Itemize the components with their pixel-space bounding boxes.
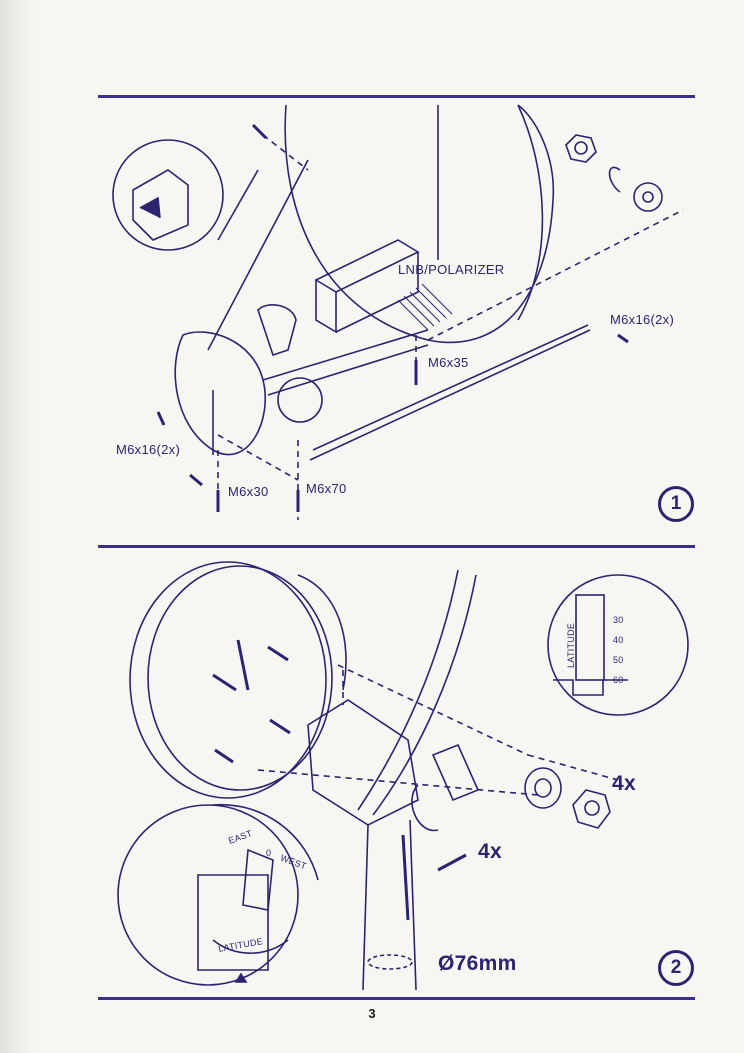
scale-tick-60: 60 bbox=[613, 675, 624, 685]
pole-diameter-label: Ø76mm bbox=[438, 952, 517, 975]
m6x16-left-label: M6x16(2x) bbox=[116, 442, 181, 457]
detail-magnifier bbox=[112, 139, 224, 251]
step-1-panel: LNB/POLARIZER M6x16(2x) M6x35 M6x16(2x) … bbox=[98, 100, 695, 540]
dial-magnifier bbox=[117, 804, 299, 986]
dish-outline bbox=[284, 104, 555, 344]
bottom-rule bbox=[98, 997, 695, 1000]
scale-tick-40: 40 bbox=[613, 635, 624, 645]
latitude-scale-label: LATITUDE bbox=[566, 622, 576, 668]
step-2-panel: LATITUDE 30 40 50 60 4x 4x EAST 0 WEST L… bbox=[98, 550, 695, 995]
hex-nut bbox=[572, 789, 611, 829]
m6x30-label: M6x30 bbox=[228, 484, 269, 499]
scale-tick-50: 50 bbox=[613, 655, 624, 665]
feed-horn bbox=[257, 304, 297, 357]
hardware-stack bbox=[565, 134, 663, 212]
feed-arm-left bbox=[207, 159, 309, 351]
nut-quantity-label: 4x bbox=[612, 772, 636, 795]
dial-zero-label: 0 bbox=[266, 848, 272, 858]
latitude-scale-magnifier bbox=[547, 574, 689, 716]
m6x70-label: M6x70 bbox=[306, 481, 347, 496]
bolt-quantity-label: 4x bbox=[478, 840, 502, 863]
mount-bracket bbox=[307, 699, 419, 826]
dish-back bbox=[129, 561, 327, 799]
mounting-studs bbox=[212, 639, 291, 764]
bolt-icons bbox=[156, 123, 629, 512]
step-1-drawing bbox=[112, 104, 684, 520]
m6x35-label: M6x35 bbox=[428, 355, 469, 370]
middle-rule bbox=[98, 545, 695, 548]
washer bbox=[524, 767, 562, 809]
lnb-polarizer-label: LNB/POLARIZER bbox=[398, 262, 505, 277]
step-2-number: 2 bbox=[658, 950, 694, 986]
binding-fold bbox=[0, 0, 40, 1053]
top-rule bbox=[98, 95, 695, 98]
scale-tick-30: 30 bbox=[613, 615, 624, 625]
page-number: 3 bbox=[368, 1006, 376, 1021]
sub-reflector bbox=[174, 331, 266, 456]
pole-left bbox=[362, 824, 369, 991]
m6x16-right-label: M6x16(2x) bbox=[610, 312, 675, 327]
pole-right bbox=[409, 819, 417, 991]
step-1-number: 1 bbox=[658, 486, 694, 522]
lnb-polarizer-box bbox=[314, 239, 420, 334]
feed-arm-right bbox=[312, 324, 589, 451]
latitude-scale bbox=[575, 594, 605, 681]
step-2-drawing bbox=[117, 561, 689, 991]
